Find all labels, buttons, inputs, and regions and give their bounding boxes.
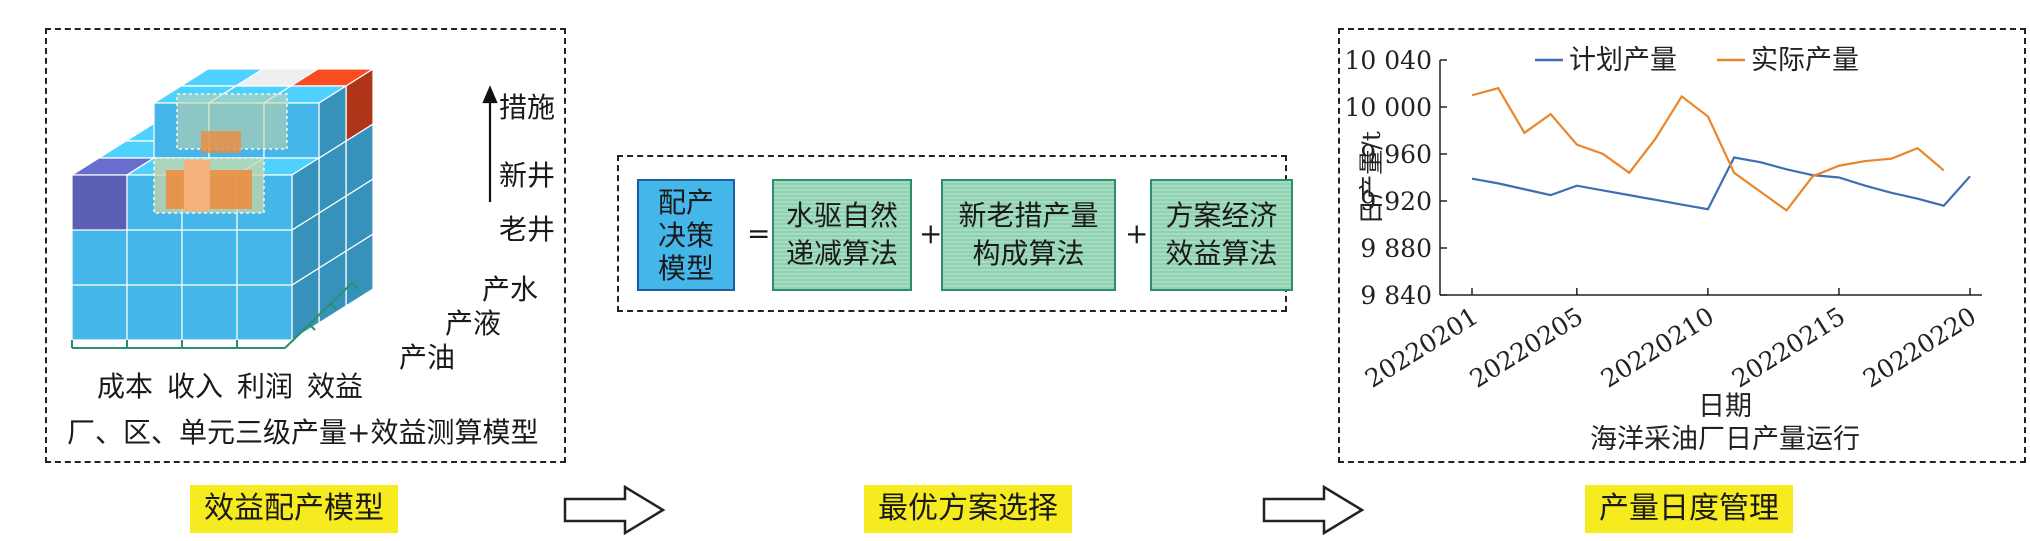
- decision-model-panel: 配产 决策 模型 = 水驱自然 递减算法 + 新老措产量 构成算法 + 方案经济…: [617, 155, 1293, 312]
- actual-production-line: [1471, 86, 1945, 212]
- label-water: 产水: [482, 273, 539, 306]
- axis-lines: [71, 282, 359, 349]
- x-tick-label: 20220210: [1596, 301, 1719, 393]
- flow-arrow-1: [563, 485, 666, 535]
- label-old-wells: 老井: [499, 213, 556, 246]
- panel1-caption: 厂、区、单元三级产量+效益测算模型: [67, 416, 539, 449]
- label-new-wells: 新井: [499, 159, 556, 192]
- label-revenue: 收入: [167, 370, 224, 403]
- benefit-model-panel: 措施 新井 老井 产水 产液 产油 成本 收入 利润 效益 厂、区、单元三级产量…: [45, 28, 566, 463]
- model-line-2: 决策: [657, 218, 714, 252]
- model-line-3: 模型: [657, 251, 714, 285]
- algorithm-3-line-1: 方案经济: [1165, 199, 1278, 232]
- label-cost: 成本: [97, 370, 154, 403]
- x-tick-label: 20220215: [1727, 301, 1850, 393]
- plus-sign-2: +: [1125, 217, 1149, 250]
- plus-sign-1: +: [919, 217, 943, 250]
- algorithm-3-line-2: 效益算法: [1165, 237, 1278, 270]
- equals-sign: =: [747, 217, 771, 250]
- y-tick-label: 9 880: [1360, 234, 1432, 263]
- legend-label: 计划产量: [1569, 45, 1677, 76]
- cube-stack-illustration: [69, 67, 498, 349]
- y-tick-label: 10 000: [1345, 93, 1432, 122]
- x-tick-label: 20220220: [1858, 301, 1981, 393]
- algorithm-box-1: 水驱自然 递减算法: [772, 179, 912, 291]
- algorithm-box-2: 新老措产量 构成算法: [941, 179, 1116, 291]
- legend-label: 实际产量: [1751, 45, 1859, 76]
- label-measures: 措施: [499, 91, 556, 124]
- y-axis-label: 日产量/t: [1357, 131, 1386, 224]
- up-arrow: [482, 85, 498, 202]
- production-line-chart: 9 840 9 880 9 920 9 960 10 000 10 040 20220201…: [1345, 45, 1982, 455]
- model-line-1: 配产: [657, 185, 714, 219]
- algorithm-2-line-2: 构成算法: [972, 237, 1085, 270]
- step-optimal-selection: 最优方案选择: [864, 485, 1072, 533]
- y-tick-label: 9 960: [1360, 140, 1432, 169]
- algorithm-1-line-1: 水驱自然: [785, 199, 898, 232]
- daily-production-panel: 9 840 9 880 9 920 9 960 10 000 10 040 20220201…: [1338, 28, 2026, 463]
- y-tick-label: 10 040: [1345, 46, 1432, 75]
- label-liquid: 产液: [445, 307, 502, 340]
- x-tick-label: 20220205: [1465, 301, 1588, 393]
- label-oil: 产油: [399, 341, 456, 374]
- y-tick-label: 9 920: [1360, 187, 1432, 216]
- algorithm-box-3: 方案经济 效益算法: [1150, 179, 1293, 291]
- flow-arrow-2: [1262, 485, 1365, 535]
- algorithm-1-line-2: 递减算法: [785, 237, 898, 270]
- chart-title: 海洋采油厂日产量运行: [1590, 424, 1860, 455]
- label-profit: 利润: [237, 370, 294, 403]
- y-tick-label: 9 840: [1360, 281, 1432, 310]
- model-box: 配产 决策 模型: [637, 179, 735, 291]
- highlight-region: [153, 93, 288, 214]
- x-tick-label: 20220201: [1360, 301, 1483, 393]
- algorithm-2-line-1: 新老措产量: [958, 199, 1099, 232]
- step-daily-management: 产量日度管理: [1585, 485, 1793, 533]
- label-benefit: 效益: [307, 370, 364, 403]
- x-axis-label: 日期: [1698, 391, 1752, 422]
- step-benefit-model: 效益配产模型: [190, 485, 398, 533]
- plan-production-line: [1471, 156, 1971, 211]
